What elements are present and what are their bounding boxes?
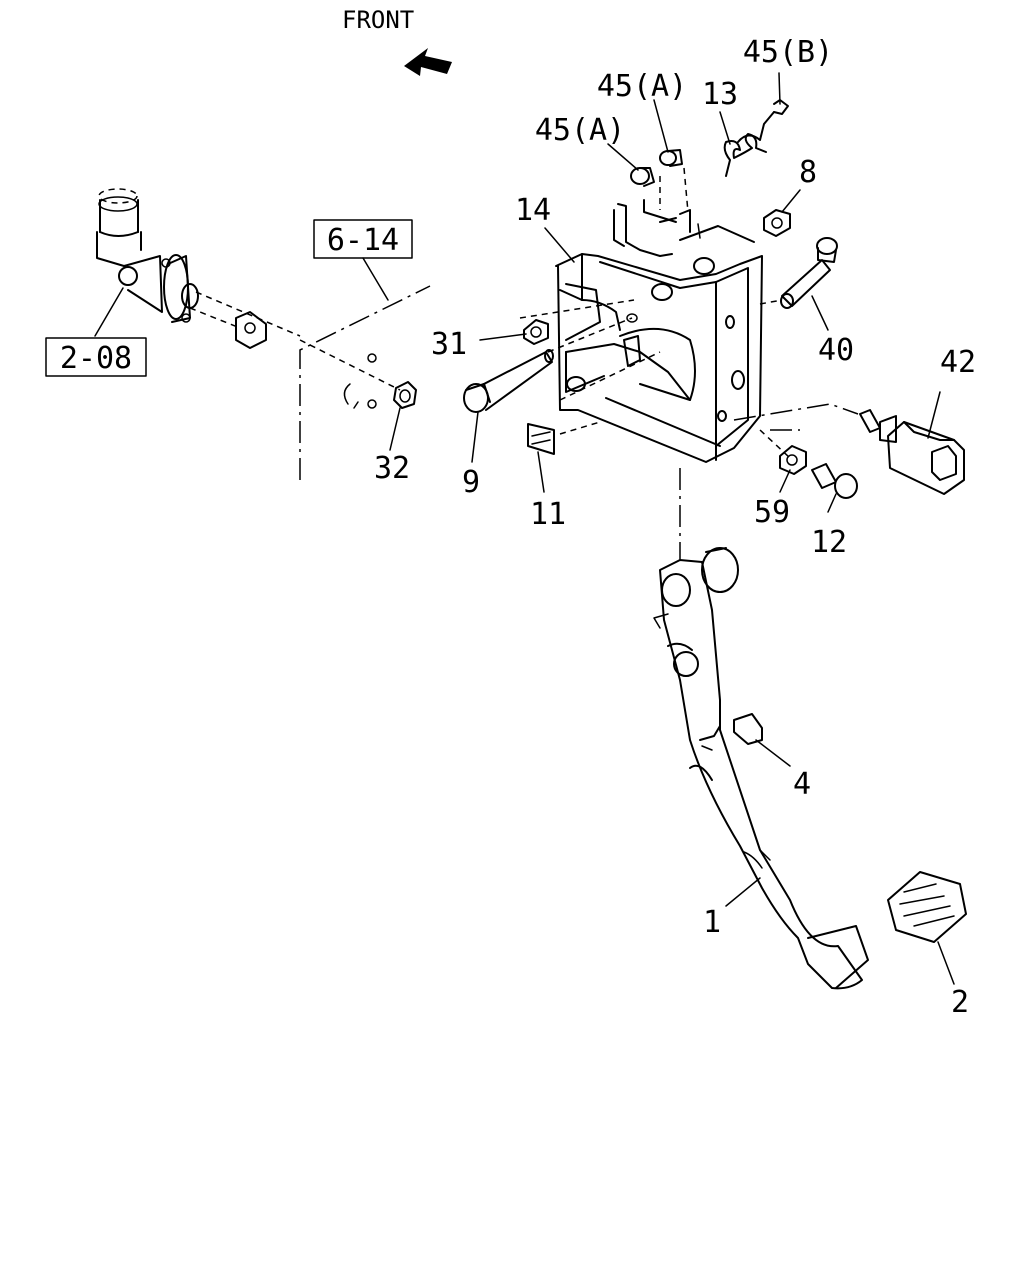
nut-31	[523, 319, 549, 345]
clutch-switch-42	[859, 409, 965, 495]
callout-1: 1	[703, 905, 721, 940]
callout-45a-upper: 45(A)	[597, 69, 687, 104]
callout-8: 8	[799, 155, 817, 190]
return-spring-13	[723, 111, 775, 177]
mounting-panel-outline	[299, 285, 431, 480]
bush-45a-upper	[659, 149, 683, 167]
nut-32	[393, 381, 417, 409]
nut-59	[779, 445, 807, 475]
callout-59: 59	[754, 495, 790, 530]
ref-box-2-08-frame	[45, 337, 147, 377]
clip-45b	[773, 99, 789, 115]
clip-11	[527, 423, 555, 455]
bolt-40	[780, 237, 838, 309]
callout-12: 12	[811, 525, 847, 560]
bolt-9	[463, 349, 554, 413]
ref-box-2-08: 2-08	[60, 341, 132, 376]
pedal-pad-2	[887, 871, 967, 943]
callout-9: 9	[462, 465, 480, 500]
callout-14: 14	[515, 193, 551, 228]
ref-box-6-14: 6-14	[327, 223, 399, 258]
callout-2: 2	[951, 985, 969, 1020]
pedal-bracket	[555, 199, 763, 463]
callout-40: 40	[818, 333, 854, 368]
bolt-12	[811, 463, 858, 499]
clutch-pedal-arm	[653, 468, 869, 990]
leader-lines	[94, 72, 955, 985]
callout-11: 11	[530, 497, 566, 532]
callout-45b: 45(B)	[743, 35, 833, 70]
clutch-master-cylinder	[96, 188, 301, 349]
callout-13: 13	[702, 77, 738, 112]
callout-4: 4	[793, 767, 811, 802]
nut-8	[763, 209, 791, 237]
front-label: FRONT	[342, 6, 414, 34]
bush-45a-lower	[630, 167, 655, 187]
callout-42: 42	[940, 345, 976, 380]
clip-4	[733, 713, 763, 745]
callout-45a-lower: 45(A)	[535, 113, 625, 148]
callout-32: 32	[374, 451, 410, 486]
ref-box-6-14-frame	[313, 219, 413, 259]
front-direction-arrow-icon	[404, 48, 452, 76]
callout-31: 31	[431, 327, 467, 362]
